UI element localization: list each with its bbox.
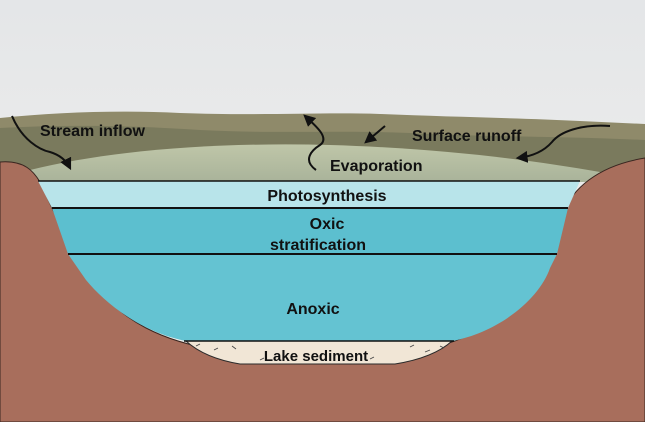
surface-runoff-label: Surface runoff — [412, 128, 522, 145]
lake-surface-photo — [30, 144, 600, 182]
stream-inflow-arrow — [11, 115, 72, 171]
lake-sediment-label: Lake sediment — [264, 348, 368, 365]
evaporation-arrow-down — [364, 125, 386, 144]
oxic-label: Oxic — [310, 216, 345, 233]
anoxic-layer — [68, 254, 557, 341]
stratification-label: stratification — [270, 237, 366, 254]
stream-inflow-label: Stream inflow — [40, 123, 145, 140]
photosynthesis-label: Photosynthesis — [267, 188, 386, 205]
photosynthesis-layer — [38, 181, 580, 208]
sediment-texture — [195, 343, 445, 361]
anoxic-label: Anoxic — [286, 301, 339, 318]
evaporation-label: Evaporation — [330, 158, 422, 175]
oxic-stratification-layer — [52, 208, 568, 254]
surface-runoff-arrow — [515, 124, 611, 163]
evaporation-arrow-up — [303, 114, 325, 171]
